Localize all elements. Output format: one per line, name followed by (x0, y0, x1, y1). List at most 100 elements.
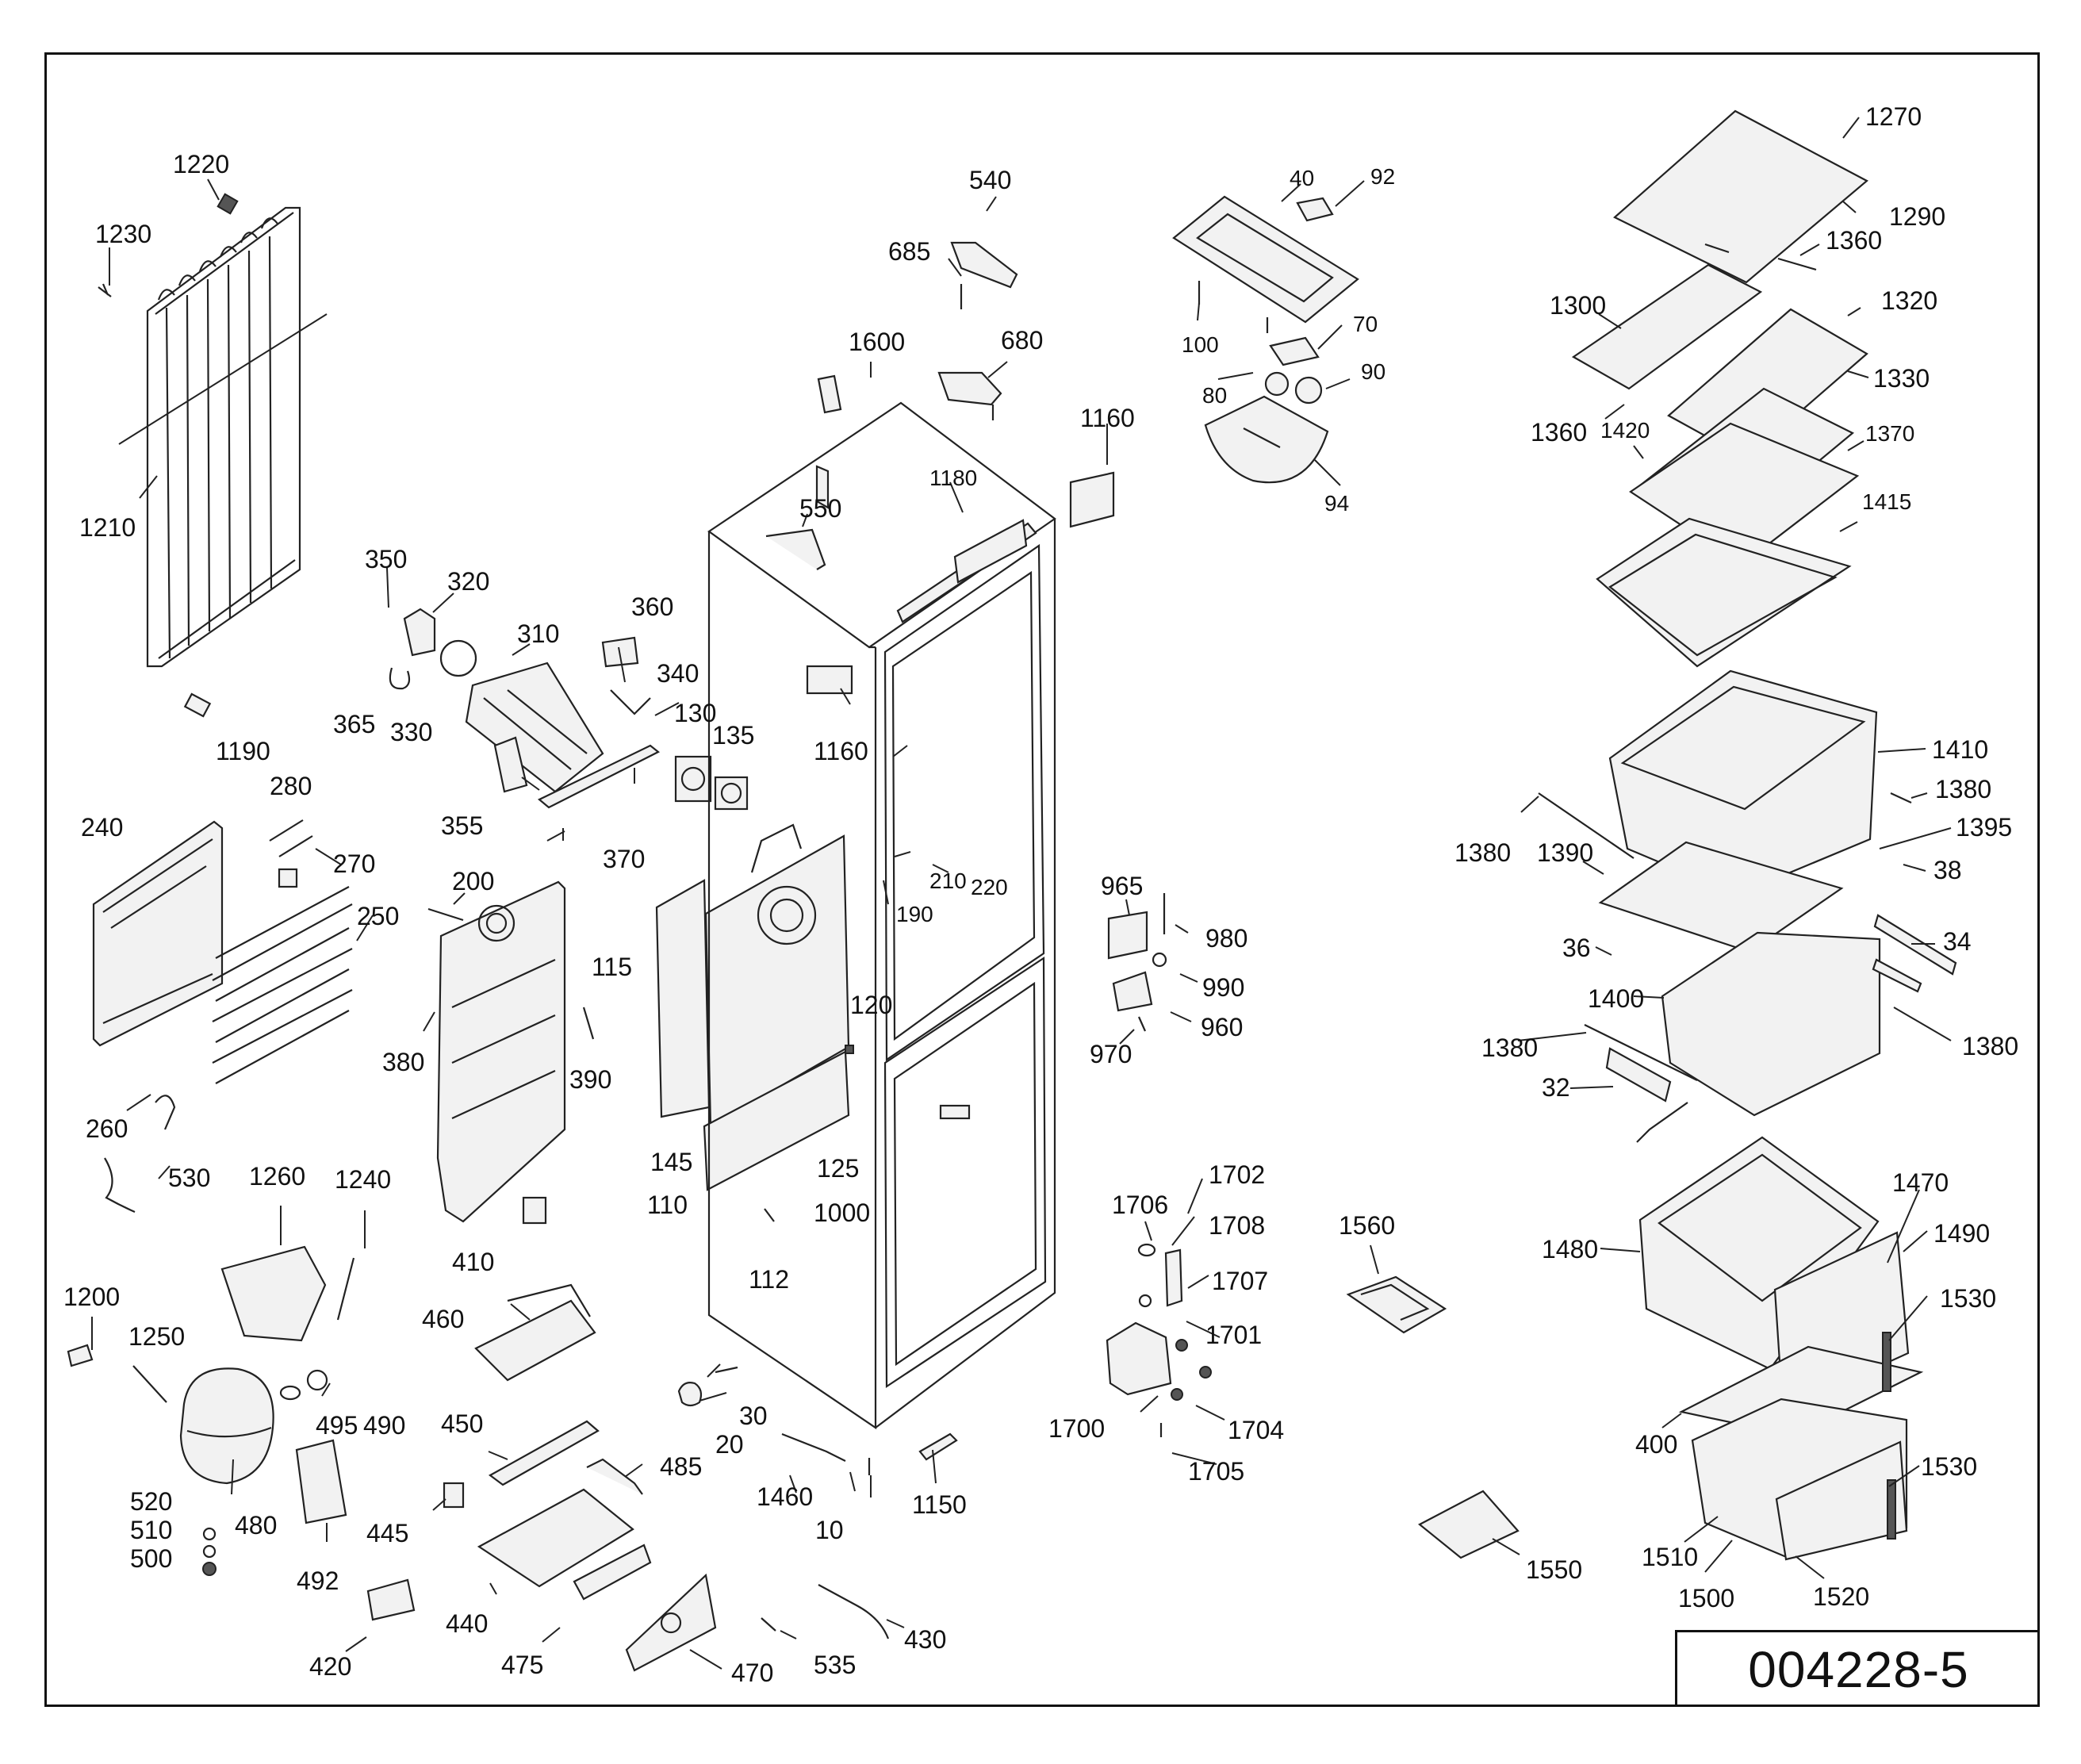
callout-1707: 1707 (1212, 1267, 1268, 1295)
callout-1701: 1701 (1205, 1321, 1262, 1349)
callout-420: 420 (309, 1652, 351, 1681)
callout-1360-b: 1360 (1531, 418, 1587, 447)
callout-1270: 1270 (1865, 102, 1922, 131)
callout-1220: 1220 (173, 150, 229, 178)
compressor-group-drawing (67, 1157, 416, 1621)
callout-1290: 1290 (1889, 202, 1945, 231)
condenser-coil-drawing (98, 193, 328, 718)
top-parts-drawing (817, 241, 1018, 420)
callout-680: 680 (1001, 326, 1043, 355)
callout-34: 34 (1943, 927, 1972, 956)
callout-1500: 1500 (1678, 1584, 1734, 1613)
callout-80: 80 (1202, 383, 1227, 408)
callout-1380: 1380 (1935, 775, 1991, 803)
callout-32: 32 (1542, 1073, 1570, 1102)
callout-1320: 1320 (1881, 286, 1937, 315)
callout-1420: 1420 (1600, 418, 1650, 443)
callout-510: 510 (130, 1516, 172, 1544)
callout-1550: 1550 (1526, 1555, 1582, 1584)
evaporator-drawing (92, 819, 353, 1130)
callout-390: 390 (569, 1065, 611, 1094)
callout-240: 240 (81, 813, 123, 842)
callout-1700: 1700 (1048, 1414, 1105, 1443)
callout-1395: 1395 (1956, 813, 2012, 842)
callout-270: 270 (333, 849, 375, 878)
callout-1410: 1410 (1932, 735, 1988, 764)
callout-1240: 1240 (335, 1165, 391, 1194)
cabinet-drawing (707, 401, 1115, 1430)
crispers-drawing (1538, 669, 1957, 1143)
callout-94: 94 (1324, 491, 1349, 516)
callout-190: 190 (896, 902, 933, 926)
callout-labels: 1220 1230 1210 1190 350 320 310 360 340 … (63, 102, 2018, 1687)
drawing-number: 004228-5 (1748, 1641, 1969, 1698)
callout-1390: 1390 (1537, 838, 1593, 867)
callout-340: 340 (657, 659, 699, 688)
shelves-drawing (1571, 109, 1868, 668)
callout-475: 475 (501, 1651, 543, 1679)
callout-1250: 1250 (128, 1322, 185, 1351)
callout-1380-b: 1380 (1454, 838, 1511, 867)
callout-310: 310 (517, 619, 559, 648)
callout-1160-b: 1160 (814, 737, 868, 765)
callout-485: 485 (660, 1452, 702, 1481)
callout-1415: 1415 (1862, 489, 1911, 514)
callout-1530-b: 1530 (1921, 1452, 1977, 1481)
callout-120: 120 (850, 991, 892, 1019)
callout-1520: 1520 (1813, 1582, 1869, 1611)
callout-36: 36 (1562, 934, 1591, 962)
callout-1300: 1300 (1550, 291, 1606, 320)
callout-280: 280 (270, 772, 312, 800)
callout-410: 410 (452, 1248, 494, 1276)
drawers-drawing (1346, 1136, 1924, 1561)
back-panel-drawing (427, 880, 595, 1225)
callout-145: 145 (650, 1148, 692, 1176)
callout-460: 460 (422, 1305, 464, 1333)
callout-100: 100 (1182, 332, 1219, 357)
callout-1708: 1708 (1209, 1211, 1265, 1240)
callout-480: 480 (235, 1511, 277, 1540)
callout-365: 365 (333, 710, 375, 738)
callout-1200: 1200 (63, 1283, 120, 1311)
callout-520: 520 (130, 1487, 172, 1516)
callout-330: 330 (390, 718, 432, 746)
callout-990: 990 (1202, 973, 1244, 1002)
callout-450: 450 (441, 1409, 483, 1438)
callout-1490: 1490 (1933, 1219, 1990, 1248)
control-panel-drawing (1172, 195, 1359, 484)
hinge-drawing (1106, 893, 1212, 1437)
callout-440: 440 (446, 1609, 488, 1638)
callout-135: 135 (712, 721, 754, 750)
callout-1380-d: 1380 (1962, 1032, 2018, 1060)
callout-250: 250 (357, 902, 399, 930)
callout-1150: 1150 (912, 1490, 967, 1519)
callout-1330: 1330 (1873, 364, 1930, 393)
callout-30: 30 (739, 1402, 768, 1430)
callout-1470: 1470 (1892, 1168, 1949, 1197)
callout-210: 210 (929, 869, 967, 893)
callout-112: 112 (749, 1265, 789, 1294)
callout-1400: 1400 (1588, 984, 1644, 1013)
callout-1704: 1704 (1228, 1416, 1284, 1444)
callout-350: 350 (365, 545, 407, 573)
callout-530: 530 (168, 1164, 210, 1192)
callout-470: 470 (731, 1659, 773, 1687)
callout-70: 70 (1353, 312, 1378, 336)
callout-1600: 1600 (849, 328, 905, 356)
callout-970: 970 (1090, 1040, 1132, 1068)
callout-490: 490 (363, 1411, 405, 1440)
callout-110: 110 (647, 1191, 688, 1219)
callout-1530: 1530 (1940, 1284, 1996, 1313)
drain-parts-drawing (443, 1045, 958, 1672)
callout-1706: 1706 (1112, 1191, 1168, 1219)
title-block: 004228-5 (1675, 1630, 2040, 1707)
callout-92: 92 (1370, 164, 1395, 189)
callout-20: 20 (715, 1430, 744, 1459)
callout-1480: 1480 (1542, 1235, 1598, 1264)
callout-1702: 1702 (1209, 1160, 1265, 1189)
callout-1510: 1510 (1642, 1543, 1698, 1571)
callout-1230: 1230 (95, 220, 151, 248)
duct-door-drawing (655, 823, 850, 1191)
